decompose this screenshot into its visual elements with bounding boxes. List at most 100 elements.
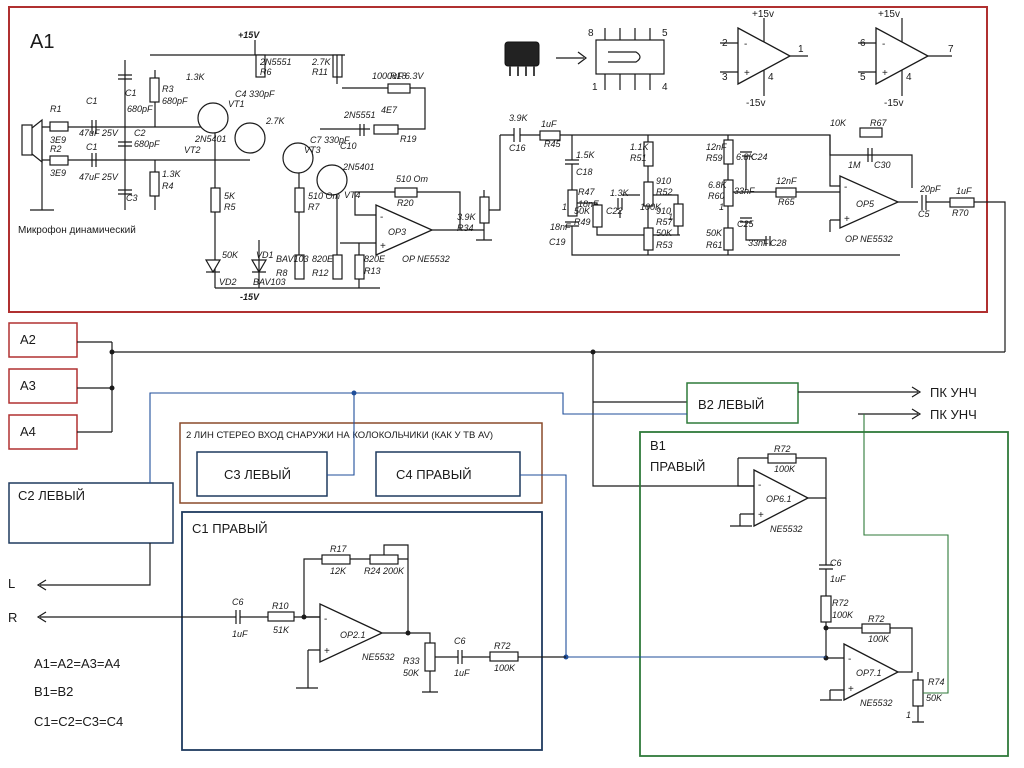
c4-label: 1.3K bbox=[186, 72, 206, 82]
resistor-r53 bbox=[643, 227, 654, 251]
opamp-op3 bbox=[375, 203, 434, 257]
c24-label: 6.8K bbox=[736, 152, 756, 162]
op21-label: OP2.1 bbox=[340, 630, 366, 640]
svg-text:+: + bbox=[882, 68, 888, 79]
vd2-label: VD1 bbox=[256, 250, 274, 260]
legend-c: C1=C2=C3=C4 bbox=[34, 714, 123, 729]
r57-label: 910 bbox=[656, 206, 671, 216]
vd1-label: 50K bbox=[222, 250, 239, 260]
c1-c6a-value: 1uF bbox=[232, 629, 248, 639]
resistor-r72-b1a bbox=[767, 453, 797, 464]
arrow-icon bbox=[556, 51, 587, 65]
vt4-type: VT4 bbox=[344, 190, 361, 200]
svg-text:-: - bbox=[758, 480, 761, 491]
b1-r72a-label: R72 bbox=[774, 444, 791, 454]
op61-type: NE5532 bbox=[770, 524, 803, 534]
c2-value: 680pF bbox=[134, 139, 160, 149]
a1-supply-minus: -15V bbox=[240, 292, 260, 302]
tap-1b: 1 bbox=[719, 202, 724, 212]
r59-value: R59 bbox=[706, 153, 723, 163]
a1-bottom-wires bbox=[298, 195, 360, 288]
resistor-r20 bbox=[394, 187, 418, 198]
block-c4-label: С4 ПРАВЫЙ bbox=[396, 467, 472, 482]
c25-value: C25 bbox=[737, 219, 755, 229]
r57-value: R57 bbox=[656, 217, 674, 227]
c16-value: C16 bbox=[509, 143, 526, 153]
op61-label: OP6.1 bbox=[766, 494, 792, 504]
c5-label: 20pF bbox=[919, 184, 941, 194]
r51-label: 1.1K bbox=[630, 142, 650, 152]
block-a2-label: A2 bbox=[20, 332, 36, 347]
r4-label: 1.3K bbox=[162, 169, 182, 179]
r52-value: R52 bbox=[656, 187, 673, 197]
r34-value: R34 bbox=[457, 223, 474, 233]
r65-value: R65 bbox=[778, 197, 796, 207]
svg-text:-: - bbox=[744, 39, 747, 50]
capacitor-shunt-1 bbox=[118, 74, 132, 80]
r61-label: 50K bbox=[706, 228, 723, 238]
r67-label: 10K bbox=[830, 118, 847, 128]
resistor-r17 bbox=[321, 554, 351, 565]
junction-dot bbox=[301, 614, 307, 620]
block-b2 bbox=[686, 382, 799, 424]
op3-label: OP3 bbox=[388, 227, 406, 237]
block-c1-label: C1 ПРАВЫЙ bbox=[192, 521, 268, 536]
resistor-r1 bbox=[49, 121, 69, 132]
b1-output-green-wire bbox=[863, 414, 949, 694]
block-c2-label: C2 ЛЕВЫЙ bbox=[18, 488, 85, 503]
op71-wires bbox=[820, 627, 913, 701]
r34-wires bbox=[460, 135, 501, 241]
b1-r74-label: R74 bbox=[928, 677, 945, 687]
amp1-pin-3: 3 bbox=[722, 72, 728, 83]
vt3-label: C7 330pF bbox=[310, 135, 350, 145]
pk-right-label: ПК УНЧ bbox=[930, 407, 977, 422]
r5-label: 5K bbox=[224, 191, 236, 201]
tap-1d: 1 bbox=[668, 212, 673, 222]
resistor-r45 bbox=[539, 130, 561, 141]
b1-r72b-value: 100K bbox=[832, 610, 854, 620]
resistor-r4 bbox=[149, 171, 160, 197]
block-c2 bbox=[8, 482, 174, 544]
r8-value: R8 bbox=[276, 268, 288, 278]
c1-c6b-value: 1uF bbox=[454, 668, 470, 678]
potentiometer-r34 bbox=[479, 196, 490, 224]
r52-label: 910 bbox=[656, 176, 671, 186]
capacitor-c6-c1a bbox=[235, 610, 241, 624]
op5-label: OP5 bbox=[856, 199, 875, 209]
block-b1-label-2: ПРАВЫЙ bbox=[650, 459, 705, 474]
vd2-type: BAV103 bbox=[253, 277, 286, 287]
resistor-r6 bbox=[255, 54, 266, 78]
stereo-input-label: 2 ЛИН СТЕРЕО ВХОД СНАРУЖИ НА КОЛОКОЛЬЧИК… bbox=[186, 430, 493, 441]
resistor-r61 bbox=[723, 227, 734, 251]
block-c3 bbox=[196, 451, 328, 497]
r53-label: 50K bbox=[656, 228, 673, 238]
resistor-r7 bbox=[294, 187, 305, 213]
chip-pin-1: 1 bbox=[592, 82, 598, 93]
capacitor-c1-top bbox=[91, 120, 97, 134]
r12-label: 820E bbox=[312, 254, 334, 264]
r47-label: 18nF bbox=[578, 199, 599, 209]
capacitor-c3 bbox=[118, 189, 132, 195]
vt3-type: VT3 bbox=[304, 145, 321, 155]
c28-value: C28 bbox=[770, 238, 787, 248]
svg-text:+: + bbox=[848, 684, 854, 695]
mic-label: Микрофон динамический bbox=[18, 224, 136, 236]
resistor-r5 bbox=[210, 187, 221, 213]
capacitor-c1-bottom bbox=[91, 153, 97, 167]
a-sum-bus bbox=[77, 341, 1005, 433]
block-a2 bbox=[8, 322, 78, 358]
junction-dot bbox=[109, 349, 115, 355]
svg-text:+: + bbox=[758, 510, 764, 521]
b1-tap: 1 bbox=[906, 710, 911, 720]
capacitor-c5 bbox=[921, 195, 1006, 352]
resistor-r67 bbox=[859, 127, 883, 138]
r12-value: R12 bbox=[312, 268, 329, 278]
resistor-r49 bbox=[592, 204, 603, 228]
b1-r72c-value: 100K bbox=[868, 634, 890, 644]
c7-label: 2.7K bbox=[265, 116, 286, 126]
svg-text:+: + bbox=[744, 68, 750, 79]
vt2-type: VT2 bbox=[184, 145, 201, 155]
c1-r17-label: R17 bbox=[330, 544, 348, 554]
r2-label: R2 bbox=[50, 144, 62, 154]
c25-label: 33nF bbox=[734, 186, 755, 196]
